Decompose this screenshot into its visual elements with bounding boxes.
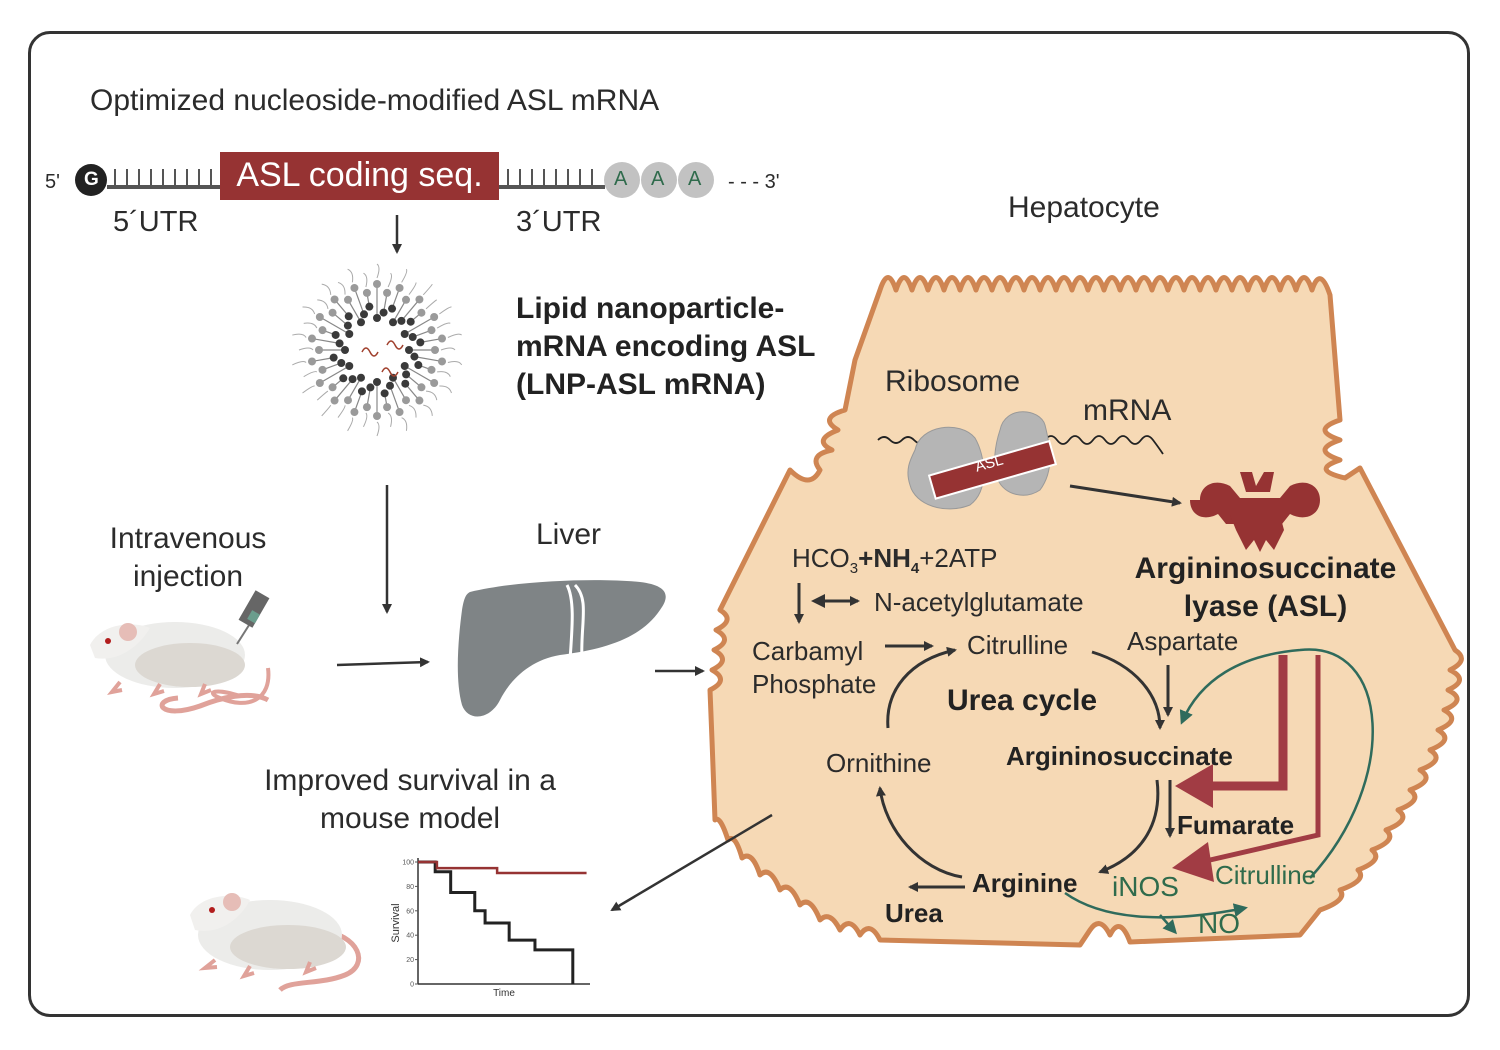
urea-cycle-arrows	[610, 583, 1175, 912]
lnp-particle-icon	[292, 263, 463, 437]
ribosome-icon	[877, 411, 1164, 510]
lnp-label-line: mRNA encoding ASL	[516, 330, 816, 363]
arrow-arginine-to-ornithine	[875, 786, 963, 879]
liver-label: Liver	[536, 518, 602, 551]
five-prime-label: 5'	[45, 171, 60, 193]
mouse-survival-icon	[190, 893, 362, 993]
ribosome-label: Ribosome	[885, 365, 1021, 398]
inos-label: iNOS	[1112, 871, 1179, 902]
cap-label: G	[84, 169, 99, 190]
y-tick-label: 80	[406, 884, 414, 891]
ornithine-label: Ornithine	[826, 748, 932, 778]
arrow-argininosuccinate-to-arginine	[1098, 779, 1160, 874]
liver-icon	[457, 580, 666, 717]
fumarate-label: Fumarate	[1177, 810, 1295, 840]
arrow-ornithine-to-citrulline	[886, 646, 957, 729]
survival-label: Improved survival in a mouse model	[264, 764, 556, 835]
asl-enzyme-icon	[1190, 472, 1320, 552]
y-tick-label: 40	[406, 933, 414, 940]
no-label: NO	[1198, 908, 1240, 939]
aspartate-label: Aspartate	[1127, 626, 1239, 656]
survival-curve-lnp-asl-mrna	[418, 860, 587, 875]
cap-circle	[75, 164, 107, 196]
utr5-label: 5´UTR	[113, 206, 199, 238]
figure-title: Optimized nucleoside-modified ASL mRNA	[90, 84, 660, 117]
arrow-citrulline-to-argininosuccinate	[1091, 650, 1165, 730]
citrulline-nos-label: Citrulline	[1215, 860, 1317, 890]
nos-arrows	[1064, 648, 1374, 935]
mrna-strand	[1044, 435, 1164, 455]
utr3-label: 3´UTR	[516, 206, 602, 238]
arginine-label: Arginine	[972, 868, 1078, 898]
mrna-label: mRNA	[1083, 394, 1172, 427]
arrow-mouse-to-liver	[336, 657, 430, 668]
encapsulated-mrna	[381, 367, 399, 377]
carbamyl-phosphate-label: Carbamyl Phosphate	[752, 636, 877, 699]
y-tick-label: 20	[406, 957, 414, 964]
asl-action-arrows	[1172, 655, 1321, 882]
three-prime-label: - - - 3'	[728, 171, 780, 193]
asl-peptide	[927, 439, 1058, 500]
lnp-label-line: (LNP-ASL mRNA)	[516, 368, 766, 401]
polya-label: A	[688, 168, 702, 190]
arrow-to-survival	[610, 813, 773, 912]
figure-frame	[28, 31, 1470, 1017]
polya-label: A	[614, 168, 628, 190]
arrow-ribosome-to-enzyme	[1069, 484, 1182, 507]
coding-sequence-box: ASL coding seq.	[220, 152, 499, 200]
y-axis-label: Survival	[390, 903, 402, 942]
mouse-injection-icon	[90, 590, 271, 714]
enzyme-label: Argininosuccinate lyase (ASL)	[1134, 552, 1397, 623]
polya-circle	[678, 162, 714, 198]
polya-circle	[641, 162, 677, 198]
polya-label: A	[651, 168, 665, 190]
y-tick-label: 60	[406, 908, 414, 915]
urea-label: Urea	[885, 898, 943, 928]
survival-curve-control	[418, 860, 575, 984]
lnp-label-line: Lipid nanoparticle-	[516, 292, 785, 325]
lnp-label: Lipid nanoparticle- mRNA encoding ASL (L…	[516, 290, 815, 404]
hepatocyte-label: Hepatocyte	[1008, 191, 1160, 224]
encapsulated-mrna	[361, 347, 379, 357]
encapsulated-mrna	[386, 340, 404, 350]
y-tick-label: 100	[402, 860, 414, 867]
urea-cycle-label: Urea cycle	[947, 684, 1098, 717]
n-acetylglutamate-label: N-acetylglutamate	[874, 587, 1084, 617]
hepatocyte-cell	[707, 275, 1464, 948]
utr3-ticks	[507, 169, 593, 187]
polya-circle	[604, 162, 640, 198]
citrulline-label: Citrulline	[967, 630, 1069, 660]
reactants-label: HCO3+NH4+2ATP	[792, 543, 998, 578]
utr5-ticks	[114, 169, 212, 187]
argininosuccinate-label: Argininosuccinate	[1006, 741, 1233, 771]
x-axis-label: Time	[493, 988, 515, 999]
y-tick-label: 0	[410, 982, 414, 989]
mrna-construct	[75, 162, 714, 198]
injection-label: Intravenous injection	[109, 522, 267, 593]
